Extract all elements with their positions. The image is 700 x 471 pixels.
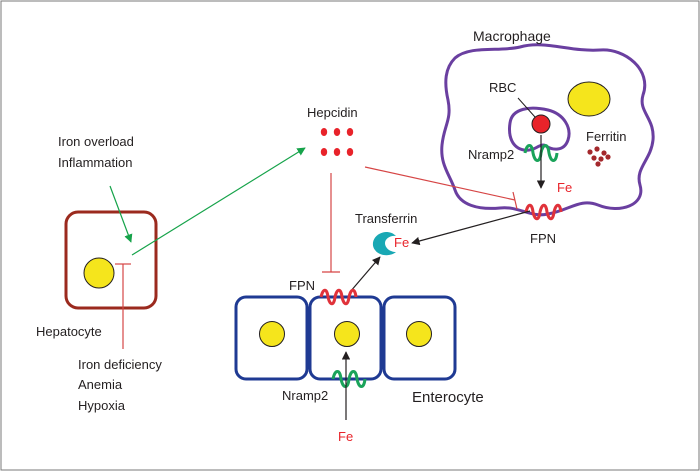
rbc-pointer-line bbox=[517, 97, 536, 118]
enterocyte-left-nucleus bbox=[259, 321, 285, 347]
macrophage-membrane bbox=[440, 43, 655, 217]
fpn-transporter-enterocyte bbox=[319, 288, 358, 306]
transferrin-protein bbox=[372, 232, 396, 256]
enterocyte-label: Enterocyte bbox=[412, 389, 484, 406]
fe-transferrin-label: Fe bbox=[394, 235, 409, 250]
inflammation-label: Inflammation bbox=[58, 155, 132, 170]
hepcidin-molecules bbox=[320, 128, 354, 156]
hypoxia-label: Hypoxia bbox=[78, 398, 126, 413]
iron-deficiency-label: Iron deficiency bbox=[78, 357, 162, 372]
enterocyte-right-nucleus bbox=[406, 321, 432, 347]
enterocyte-cell-left bbox=[234, 295, 309, 381]
rbc-label: RBC bbox=[489, 80, 516, 95]
transferrin-label: Transferrin bbox=[355, 211, 417, 226]
ferritin-label: Ferritin bbox=[586, 129, 626, 144]
anemia-label: Anemia bbox=[78, 377, 123, 392]
hepcidin-label: Hepcidin bbox=[307, 105, 358, 120]
macrophage-to-transferrin-arrow bbox=[411, 210, 531, 246]
enterocyte-cell-right bbox=[382, 295, 457, 381]
nramp2-enterocyte-label: Nramp2 bbox=[282, 388, 328, 403]
fpn-transporter-macrophage bbox=[524, 203, 563, 221]
enterocyte-to-transferrin-arrow bbox=[349, 256, 381, 293]
nramp2-transporter-enterocyte bbox=[331, 370, 367, 388]
hepatocyte-cell bbox=[64, 210, 158, 310]
enterocyte-middle-nucleus bbox=[334, 321, 360, 347]
hepatocyte-nucleus bbox=[83, 257, 115, 289]
fe-gut-label: Fe bbox=[338, 429, 353, 444]
fpn-macrophage-label: FPN bbox=[530, 231, 556, 246]
hepcidin-inhibits-macrophage-fpn bbox=[364, 166, 518, 210]
hepatocyte-label: Hepatocyte bbox=[36, 324, 102, 339]
iron-overload-stimulus-arrow bbox=[109, 185, 133, 243]
phagosome bbox=[508, 106, 571, 152]
rbc-cell bbox=[531, 114, 551, 134]
iron-deficiency-inhibition bbox=[115, 263, 131, 349]
hepcidin-inhibits-enterocyte-fpn bbox=[322, 173, 340, 273]
ferritin-dots bbox=[587, 146, 611, 167]
fe-macrophage-label: Fe bbox=[557, 180, 572, 195]
macrophage-cell bbox=[440, 43, 655, 221]
macrophage-label: Macrophage bbox=[473, 28, 551, 44]
macrophage-nucleus bbox=[567, 81, 611, 117]
iron-overload-label: Iron overload bbox=[58, 134, 134, 149]
hepatocyte-produces-hepcidin-arrow bbox=[131, 147, 306, 256]
fpn-enterocyte-label: FPN bbox=[289, 278, 315, 293]
nramp2-macrophage-label: Nramp2 bbox=[468, 147, 514, 162]
